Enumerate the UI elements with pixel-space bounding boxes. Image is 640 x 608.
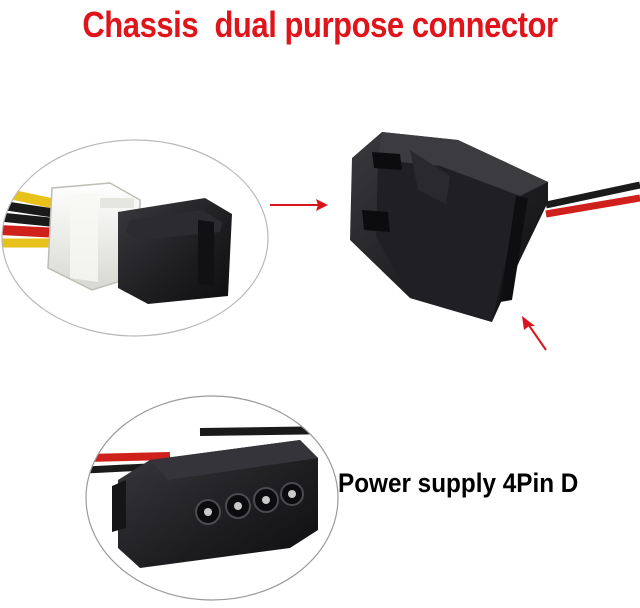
black-socket (118, 198, 232, 304)
white-molex-plug (47, 182, 141, 291)
arrow-right (270, 199, 328, 211)
arrow-up-left (522, 316, 547, 351)
adapter-inset (1, 139, 269, 337)
molex-4pin-inset (85, 395, 339, 601)
caption-text: Power supply 4Pin D (338, 468, 579, 498)
chassis-connector (350, 132, 640, 322)
pin-holes (195, 482, 304, 525)
page-title: Chassis dual purpose connector (82, 4, 558, 45)
